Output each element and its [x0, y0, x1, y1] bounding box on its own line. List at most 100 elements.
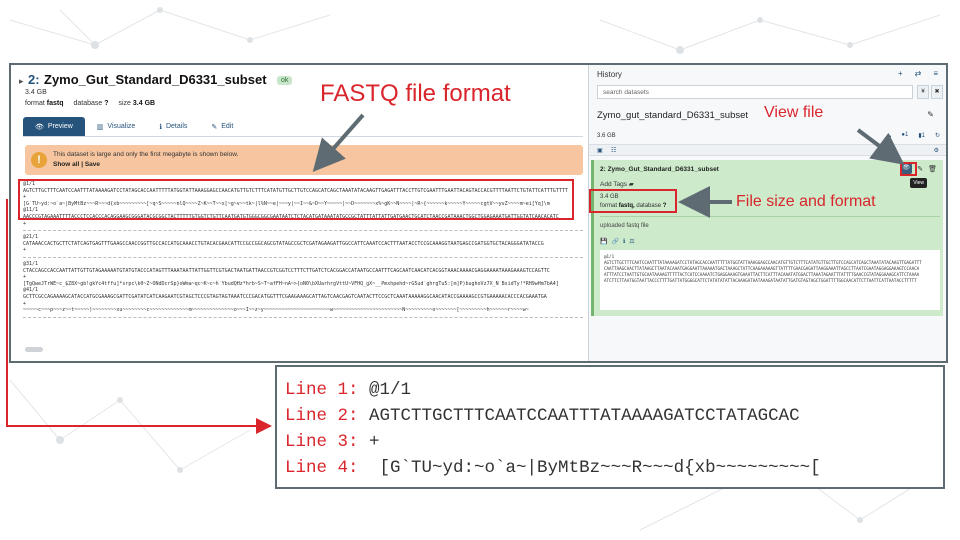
history-name: Zymo_gut_standard_D6331_subset	[597, 110, 749, 121]
tab-preview-label: Preview	[47, 123, 73, 130]
show-all-link[interactable]: Show all	[53, 161, 80, 168]
size-label: size	[118, 100, 131, 107]
add-tags-button[interactable]: Add Tags ▰	[600, 180, 634, 188]
switch-history-icon[interactable]: ⇄	[914, 69, 922, 78]
delete-icon[interactable]: 🗑	[928, 165, 937, 173]
tab-visualize[interactable]: ▥ Visualize	[85, 117, 148, 136]
history-selection-bar: ▣ ☷ ⚙	[589, 144, 946, 156]
tab-details-label: Details	[165, 123, 188, 130]
history-item-actions: 👁 ✎ 🗑	[900, 163, 937, 174]
horizontal-scrollbar[interactable]	[25, 347, 43, 352]
record-separator	[23, 254, 583, 258]
history-item: 2: Zymo_Gut_Standard_D6331_subset 👁 ✎ 🗑 …	[591, 160, 943, 316]
tab-visualize-label: Visualize	[107, 123, 136, 130]
sequence-line: AGTCTTGCTTTCAATCCAATTTATAAAAGATCCTATAGCA…	[23, 187, 568, 194]
sequence-line: CTACCAGCCACCAATTATTGTTGTAGAAAAATGTATGTAC…	[23, 267, 550, 274]
zoom-line-label: Line 2:	[285, 406, 359, 426]
clear-search-icon[interactable]: ✖	[931, 85, 943, 99]
large-dataset-warning: ! This dataset is large and only the fir…	[25, 145, 583, 175]
format-highlight-box	[589, 189, 677, 213]
tab-details[interactable]: ℹ Details	[147, 117, 199, 136]
zoom-line-value: AGTCTTGCTTTCAATCCAATTTATAAAAGATCCTATAGCA…	[369, 406, 800, 426]
zoom-line-value: @1/1	[369, 380, 412, 400]
visualize-icon[interactable]: ⚖	[629, 239, 635, 245]
deleted-count[interactable]: ▮1	[918, 133, 925, 139]
item-size: 3.4 GB	[600, 194, 619, 200]
info-icon: ℹ	[159, 123, 162, 131]
view-tooltip: View	[910, 178, 927, 188]
sequence-line: GCTTCGCCAGAAAAGCATACCATGCGAAAGCGATTCGATA…	[23, 293, 547, 300]
database-label: database	[73, 100, 103, 107]
select-all-icon[interactable]: ▣	[597, 148, 603, 154]
history-counts: ☁ ●1 ▮1 ↻	[885, 132, 940, 139]
item-format-label: format	[600, 203, 618, 209]
history-title: History	[597, 70, 622, 79]
add-tags-label: Add Tags	[600, 181, 627, 188]
warning-icon: !	[31, 152, 47, 168]
dataset-size: 3.4 GB	[25, 89, 47, 96]
edit-attributes-icon[interactable]: ✎	[917, 165, 924, 173]
sequence-line: +	[23, 194, 27, 201]
sequence-line: CATAAACCACTGCTTCTATCAGTGAGTTTGAAGCCAACCG…	[23, 240, 544, 247]
zoom-line-value: +	[369, 432, 380, 452]
dataset-hid: 2:	[27, 72, 40, 87]
view-file-annotation: View file	[764, 104, 824, 121]
history-item-title[interactable]: 2: Zymo_Gut_Standard_D6331_subset	[600, 166, 719, 173]
shown-count[interactable]: ●1	[901, 132, 909, 138]
item-database-value[interactable]: ?	[662, 203, 667, 209]
zoom-line-label: Line 4:	[285, 458, 359, 478]
search-datasets-input[interactable]: search datasets	[597, 85, 913, 99]
peek-line: ATCTTCTTAATGGTAATTACCCTTTTGATTATGGGGCATT…	[604, 278, 917, 283]
sequence-line: AACCCGTAGAAATTTTACCCTCCACCCACAGGAAGCGGGA…	[23, 213, 559, 220]
sequence-line: +	[23, 300, 27, 307]
sequence-line: @31/1	[23, 260, 39, 267]
fastq-format-annotation: FASTQ file format	[320, 80, 511, 107]
chart-icon: ▥	[96, 123, 104, 131]
zoom-line: Line 3: +	[285, 429, 943, 455]
peek-line: @1/1	[604, 254, 615, 259]
item-format-value: fastq,	[618, 203, 635, 209]
sequence-line: +	[23, 220, 27, 227]
zoom-line-label: Line 3:	[285, 432, 359, 452]
new-history-icon[interactable]: +	[897, 69, 903, 78]
save-link[interactable]: Save	[84, 161, 101, 168]
link-icon[interactable]: 🔗	[611, 239, 619, 245]
view-file-icon[interactable]: 👁	[900, 163, 913, 174]
record-separator	[23, 227, 583, 232]
dataset-meta: format fastq database ? size 3.4 GB	[25, 100, 155, 107]
peek-line: CAATTAAGCAACTTATAAGCTTAATACAAATGAGGAATTA…	[604, 266, 920, 271]
peek-line: ATTTATCCTAATTGTGCAATAAAAGTTTTTACTCATCCAA…	[604, 272, 920, 277]
filter-icon[interactable]: ⚙	[933, 148, 939, 154]
tab-edit-label: Edit	[221, 123, 234, 130]
sequence-line: @21/1	[23, 234, 39, 241]
refresh-icon[interactable]: ↻	[934, 133, 940, 139]
sequence-line: [TgQweJTrWE~c_$Z8X~gb!gkYc4tffu]*srpc\k0…	[23, 280, 559, 287]
dataset-details-icon[interactable]: ℹ	[622, 239, 626, 245]
tab-preview[interactable]: 👁 Preview	[23, 117, 85, 136]
link-separator: |	[81, 161, 84, 168]
edit-history-icon[interactable]: ✎	[927, 110, 934, 119]
history-panel: History + ⇄ ≡ search datasets ¥ ✖ Zymo_g…	[588, 65, 946, 361]
sequence-line: +	[23, 247, 27, 254]
status-badge: ok	[276, 76, 293, 85]
advanced-search-icon[interactable]: ¥	[917, 85, 929, 99]
storage-icon[interactable]: ☁	[885, 133, 892, 139]
history-menu-icon[interactable]: ≡	[933, 69, 938, 78]
item-action-icons: 💾 🔗 ℹ ⚖	[600, 238, 635, 245]
zoom-line: Line 1: @1/1	[285, 377, 943, 403]
sequence-line: ~~~~~c~~~p~~~z~~t~~~~~)~~~~~~~~xu~~~~~~~…	[23, 307, 529, 314]
zoom-line-value: [G`TU~yd:~o`a~|ByMtBz~~~R~~~d{xb~~~~~~~~…	[369, 458, 821, 478]
peek-line: AGTCTTGCTTTCAATCCAATTTATAAAAGATCCTATAGCA…	[604, 260, 922, 265]
download-icon[interactable]: 💾	[600, 239, 608, 245]
tab-edit[interactable]: ✎ Edit	[199, 117, 245, 136]
collapse-all-icon[interactable]: ☷	[611, 148, 617, 154]
sequence-line: +	[23, 274, 27, 281]
search-buttons: ¥ ✖	[917, 85, 943, 99]
collapse-icon[interactable]: ▸	[19, 76, 24, 86]
warning-links: Show all | Save	[53, 161, 100, 168]
history-size: 3.6 GB	[597, 133, 616, 139]
eye-highlight-box	[900, 162, 917, 176]
